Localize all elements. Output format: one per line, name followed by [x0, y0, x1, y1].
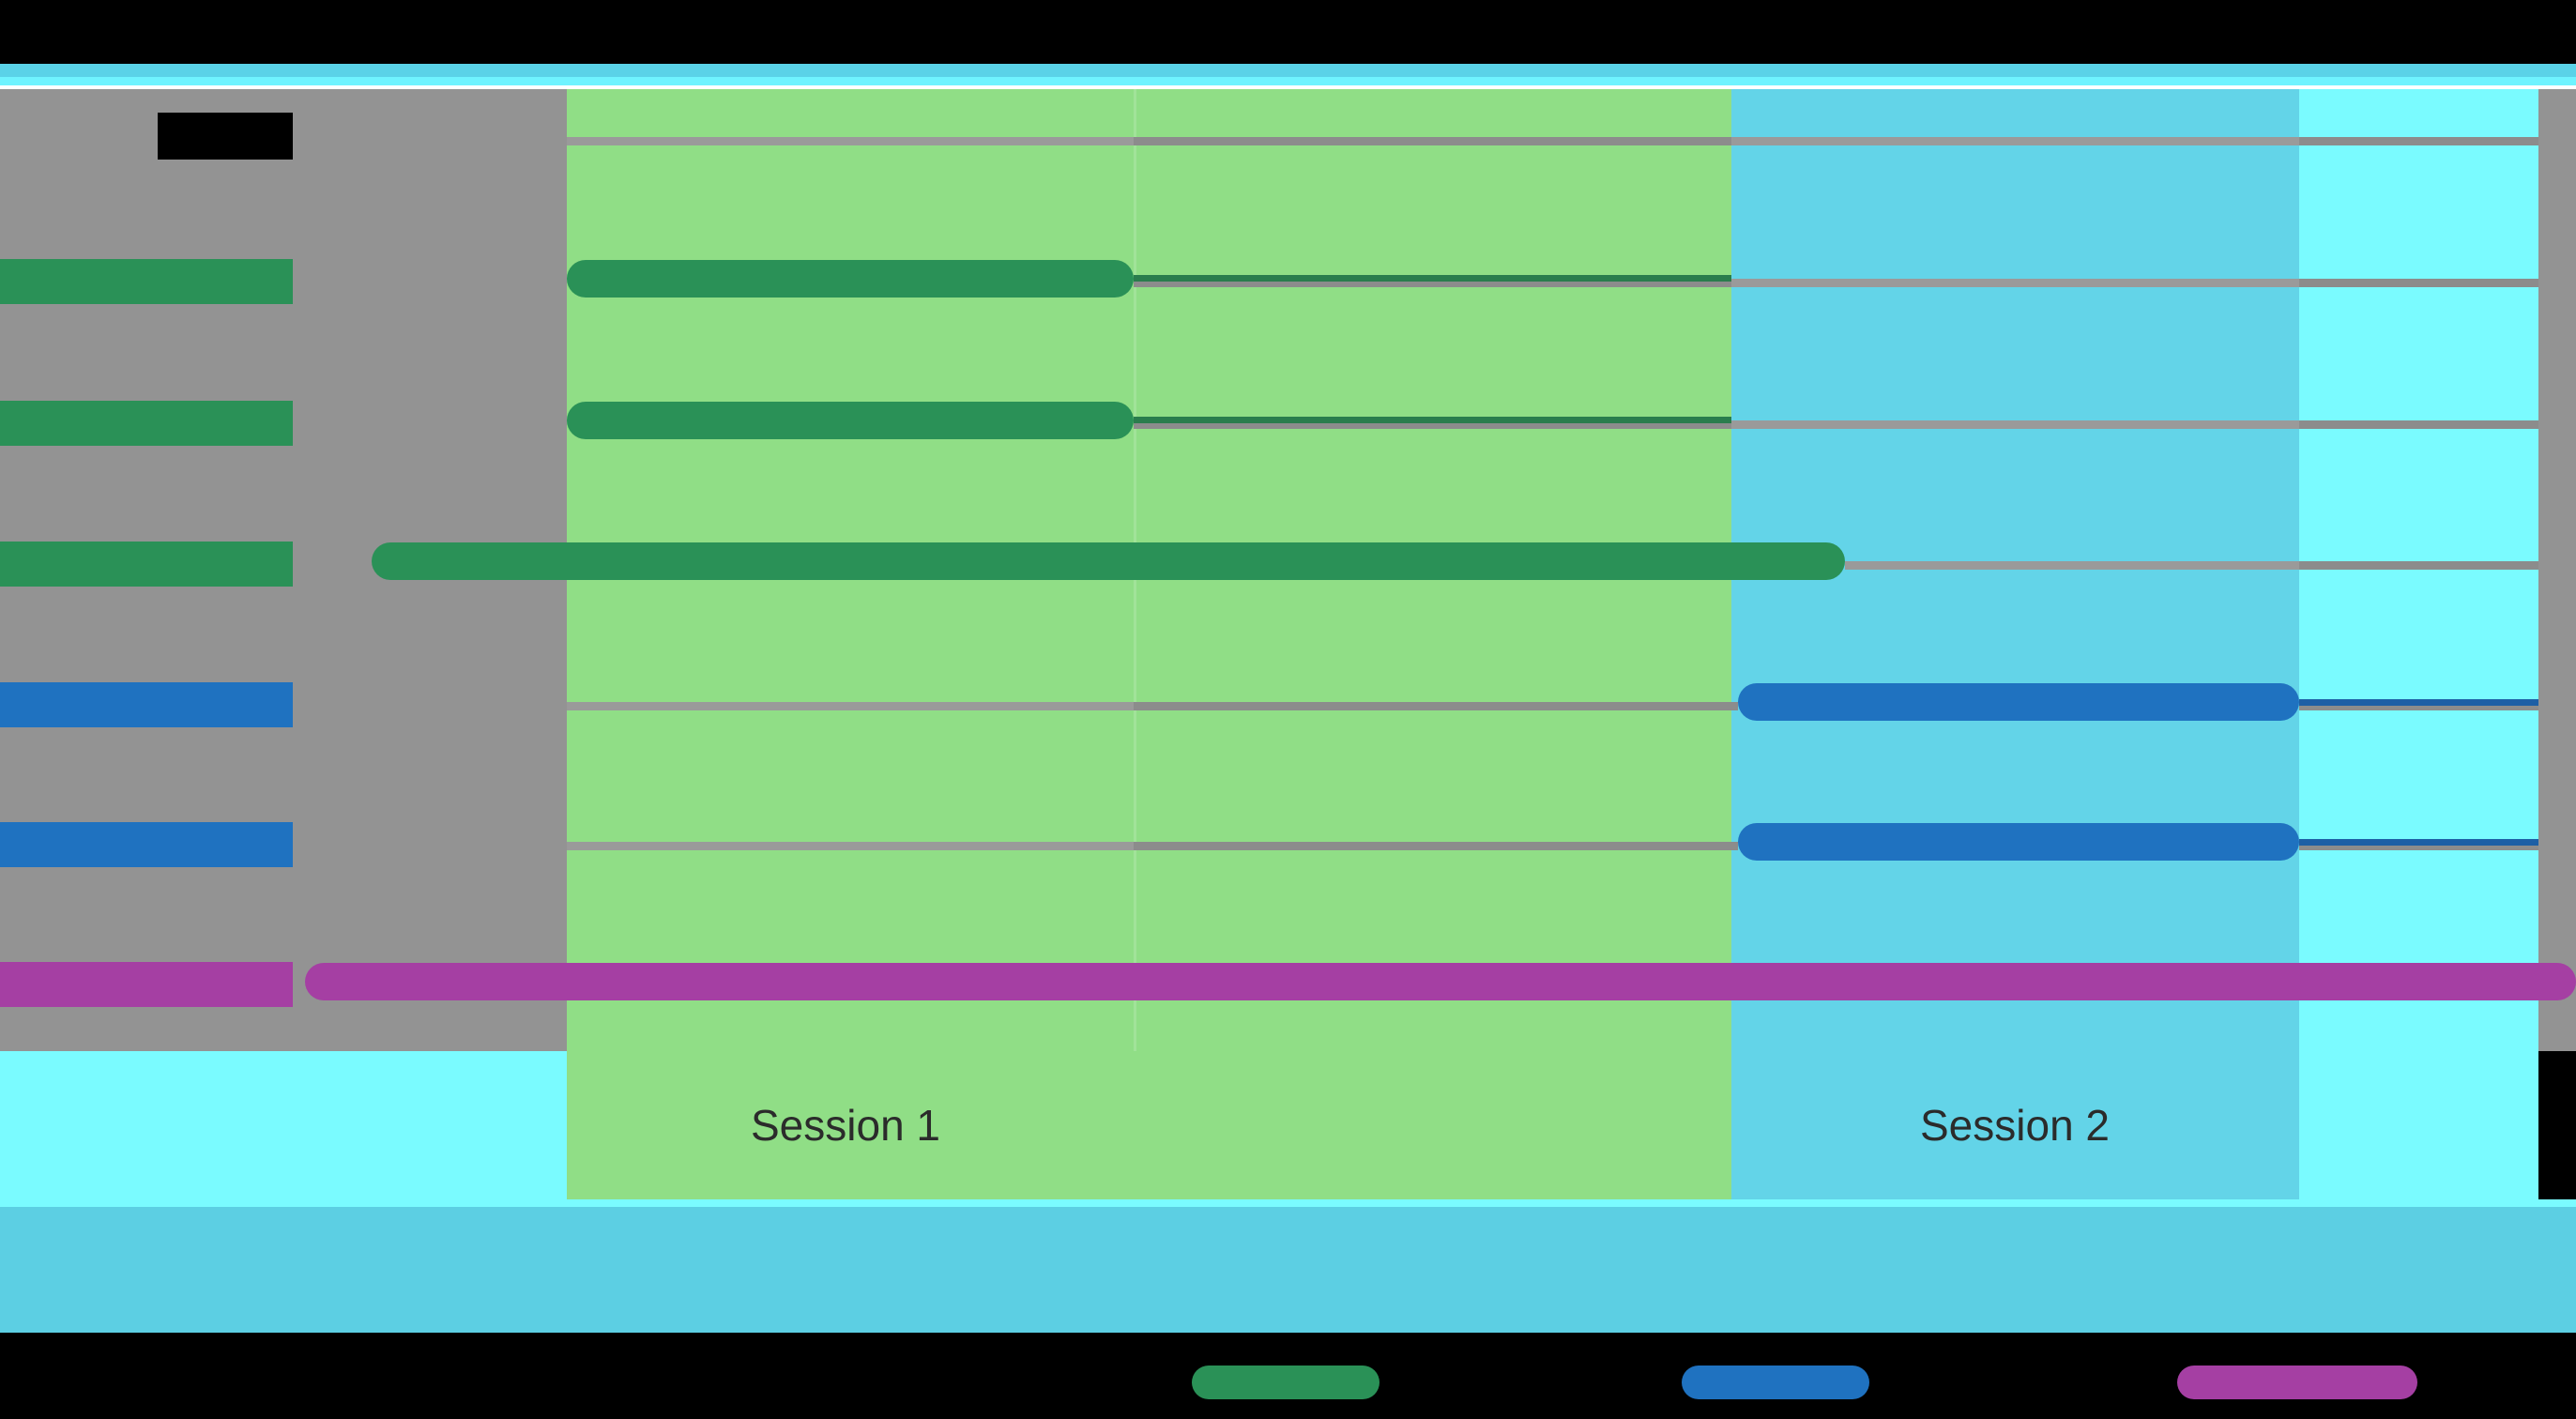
rule-green-1: [1134, 275, 1731, 282]
rule-blue-2: [2299, 839, 2538, 846]
sidebar-item-2-label: [0, 542, 293, 587]
gridline-row-4-mid: [1134, 702, 1738, 710]
gridline-row-0-mid: [1134, 137, 1731, 145]
sidebar-item-2[interactable]: [0, 542, 293, 587]
task-bar-green-2[interactable]: [567, 402, 1134, 439]
session-1-label: Session 1: [751, 1101, 941, 1150]
gridline-row-4-far: [2299, 702, 2538, 710]
lower-left-cyan-strip: [0, 1051, 567, 1199]
session-band-3: [2299, 89, 2538, 1199]
gridline-row-1-far: [2299, 279, 2538, 287]
sidebar-item-1[interactable]: [0, 401, 293, 446]
task-bar-green-3[interactable]: [372, 542, 1845, 580]
gridline-row-0-right: [1731, 137, 2299, 145]
session-2-label: Session 2: [1920, 1101, 2111, 1150]
rule-blue-1: [2299, 699, 2538, 706]
sidebar-item-0-label: [0, 259, 293, 304]
top-cyan-strip: [0, 64, 2576, 77]
sidebar-item-3-label: [0, 682, 293, 727]
gridline-row-5-mid: [1134, 842, 1738, 850]
top-light-cyan-strip: [0, 77, 2576, 85]
sidebar-item-3[interactable]: [0, 682, 293, 727]
bottom-light-cyan-strip: [0, 1199, 2576, 1207]
gridline-row-5-left: [567, 842, 1134, 850]
task-bar-blue-2[interactable]: [1738, 823, 2299, 861]
task-bar-blue-1[interactable]: [1738, 683, 2299, 721]
gridline-row-3-right: [1845, 561, 2299, 570]
task-bar-magenta-1[interactable]: [305, 963, 2576, 1000]
gridline-row-2-right: [1731, 420, 2299, 429]
gridline-row-4-left: [567, 702, 1134, 710]
gridline-row-0-far: [2299, 137, 2538, 145]
legend-item-green[interactable]: [1192, 1366, 1379, 1399]
sidebar-item-1-label: [0, 401, 293, 446]
chart-title-redacted: [158, 113, 293, 160]
gridline-row-2-mid: [1134, 420, 1731, 429]
sidebar-item-5-label: [0, 962, 293, 1007]
legend-item-magenta[interactable]: [2177, 1366, 2417, 1399]
top-white-separator: [0, 85, 2576, 89]
task-bar-green-1[interactable]: [567, 260, 1134, 298]
right-gutter: [2538, 89, 2576, 1051]
bottom-cyan-region: [0, 1207, 2576, 1333]
gridline-row-3-far: [2299, 561, 2538, 570]
sidebar-item-5[interactable]: [0, 962, 293, 1007]
sidebar-item-4-label: [0, 822, 293, 867]
gridline-row-5-far: [2299, 842, 2538, 850]
rule-green-2: [1134, 417, 1731, 423]
session-band-1: [567, 89, 1731, 1199]
gridline-row-0-left: [567, 137, 1134, 145]
legend-item-blue[interactable]: [1682, 1366, 1869, 1399]
session-band-2: [1731, 89, 2299, 1199]
gridline-row-2-far: [2299, 420, 2538, 429]
gridline-row-1-right: [1731, 279, 2299, 287]
gridline-row-1-mid: [1134, 279, 1731, 287]
sidebar-item-0[interactable]: [0, 259, 293, 304]
sidebar-item-4[interactable]: [0, 822, 293, 867]
